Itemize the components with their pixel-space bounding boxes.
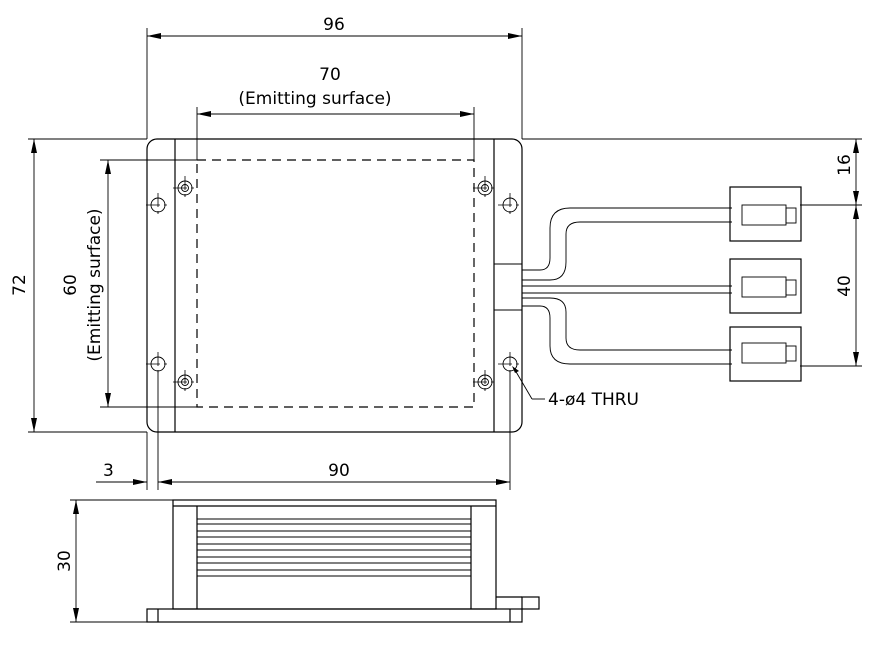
dim-thickness: 30 bbox=[55, 550, 75, 572]
screw-bl bbox=[173, 370, 197, 394]
dim-emitting-width: 70 bbox=[319, 65, 341, 85]
connector-top bbox=[729, 186, 802, 242]
side-body bbox=[172, 499, 497, 610]
housing-outline bbox=[146, 138, 523, 433]
screw-tl bbox=[173, 176, 197, 200]
side-base-plate bbox=[146, 608, 523, 623]
top-view: 4-ø4 THRU bbox=[146, 138, 802, 433]
hole-callout-text: 4-ø4 THRU bbox=[548, 390, 639, 410]
heat-sink-fins bbox=[197, 518, 471, 577]
dimensions: 96 70 (Emitting surface) 72 60 (Emitting… bbox=[10, 15, 862, 490]
side-cable-stub bbox=[521, 596, 540, 610]
dim-connector-pitch: 40 bbox=[835, 275, 855, 297]
mount-hole-tr bbox=[498, 193, 522, 217]
dim-overall-height: 72 bbox=[10, 274, 30, 296]
screw-tr bbox=[473, 176, 497, 200]
hole-callout: 4-ø4 THRU bbox=[512, 366, 639, 410]
side-view: 30 bbox=[55, 499, 540, 623]
dim-emitting-height: 60 bbox=[61, 274, 81, 296]
connector-middle bbox=[729, 258, 802, 314]
dim-hole-spacing: 90 bbox=[328, 461, 350, 481]
dim-emitting-height-note: (Emitting surface) bbox=[85, 208, 105, 361]
dim-connector-offset: 16 bbox=[835, 154, 855, 176]
cable-bundle bbox=[494, 207, 732, 365]
mount-hole-tl bbox=[146, 193, 170, 217]
dim-emitting-width-note: (Emitting surface) bbox=[238, 89, 391, 109]
dim-overall-width: 96 bbox=[323, 15, 345, 35]
dim-edge-offset: 3 bbox=[103, 461, 114, 481]
connector-bottom bbox=[729, 326, 802, 382]
screw-br bbox=[473, 370, 497, 394]
emitting-surface bbox=[196, 159, 475, 408]
